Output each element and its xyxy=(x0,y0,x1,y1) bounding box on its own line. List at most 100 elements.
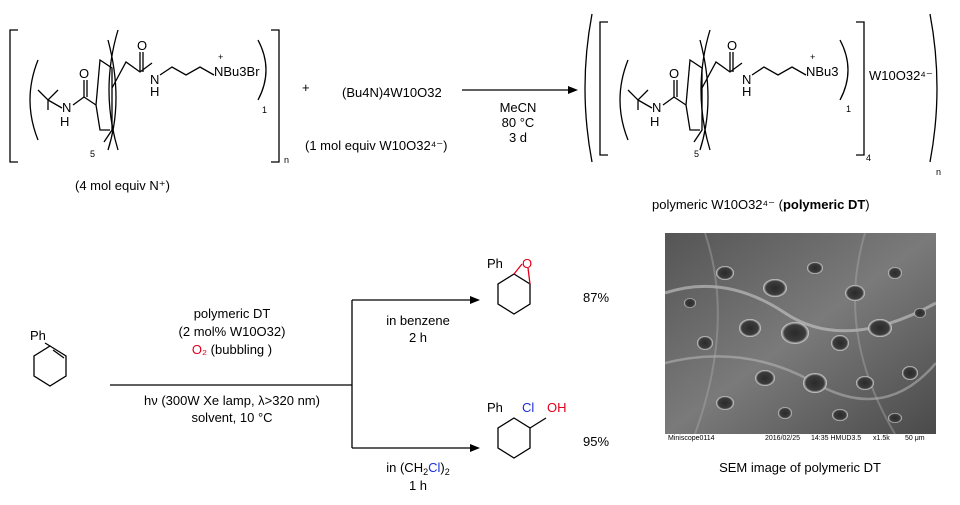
cond-oxygen-rest: (bubbling ) xyxy=(207,342,272,357)
branch-bottom-solvent-sub2: 2 xyxy=(445,467,450,477)
product-bond-N-C xyxy=(662,96,687,106)
product-subscript-n: n xyxy=(936,167,941,177)
product-backbone-1 xyxy=(685,58,703,131)
cyclohexene-ring xyxy=(33,345,67,387)
product-bracket-left xyxy=(599,21,608,156)
paren-left-2 xyxy=(108,29,119,151)
atom-N-1: N xyxy=(62,100,71,115)
cyclohexene-double-bond xyxy=(52,349,65,359)
plus-charge: + xyxy=(218,52,223,62)
product-atom-H-2: H xyxy=(742,84,751,99)
backbone-2 xyxy=(111,61,153,89)
product-paren-right-2 xyxy=(839,39,849,101)
product-plus-charge: + xyxy=(810,52,815,62)
product-bracket-right xyxy=(856,21,865,156)
branch-bottom-time: 1 h xyxy=(409,478,427,493)
product-subscript-5: 5 xyxy=(694,149,699,159)
branch-bottom-solvent-b: ) xyxy=(440,460,444,475)
atom-H-2: H xyxy=(150,84,159,99)
condition-solvent: MeCN xyxy=(500,100,537,115)
product-atom-H-1: H xyxy=(650,114,659,129)
product-paren-left-1 xyxy=(619,59,629,141)
product-brace-right xyxy=(929,13,938,163)
condition-time: 3 d xyxy=(509,130,527,145)
epoxide-ring xyxy=(497,273,531,315)
product-epoxide: Ph O 87% xyxy=(487,256,609,315)
branch-bottom-solvent-sub1: 2 xyxy=(423,467,428,477)
chlorohydrin-ring xyxy=(497,417,531,459)
sem-scale: 50 μm xyxy=(905,435,925,442)
cond-loading: (2 mol% W10O32) xyxy=(179,324,286,339)
product-propyl-chain xyxy=(751,66,807,76)
product-atom-O-2: O xyxy=(727,38,737,53)
outer-bracket-right xyxy=(271,29,280,163)
product-bond-iPr-N xyxy=(637,99,653,109)
branch-top-time: 2 h xyxy=(409,330,427,345)
product-ammonium: NBu3 xyxy=(806,64,839,79)
product-atom-O-1: O xyxy=(669,66,679,81)
carbonyl-2 xyxy=(139,52,144,72)
subscript-n: n xyxy=(284,155,289,165)
product-carbonyl-2 xyxy=(729,52,734,72)
backbone-1 xyxy=(95,58,113,131)
chloro-oh: OH xyxy=(547,400,567,415)
branch-bottom-solvent-a: in (CH xyxy=(386,460,423,475)
branch-top-arrowhead xyxy=(470,296,480,304)
reagent-polymer: n 5 N H O 1 O N H + NBu3Br (4 mol equiv … xyxy=(9,29,289,193)
product-caption: polymeric W10O32⁴⁻ (polymeric DT) xyxy=(652,197,870,212)
epoxide-yield: 87% xyxy=(583,290,609,305)
cond-solvent-temp: solvent, 10 °C xyxy=(191,410,272,425)
bond-oh xyxy=(529,417,547,429)
condition-temp: 80 °C xyxy=(502,115,535,130)
subscript-1: 1 xyxy=(262,105,267,115)
chlorohydrin-yield: 95% xyxy=(583,434,609,449)
sem-caption: SEM image of polymeric DT xyxy=(719,460,881,475)
sem-date: 2016/02/25 xyxy=(765,435,801,442)
bond-iPr-N xyxy=(47,99,63,109)
paren-right-2 xyxy=(257,39,267,101)
branch-bottom-solvent-cl: Cl xyxy=(428,460,440,475)
sem-mag: x1.5k xyxy=(873,435,890,442)
branch-bottom-arrowhead xyxy=(470,444,480,452)
reagent-note: (4 mol equiv N⁺) xyxy=(75,178,170,193)
cond-oxygen: O₂ (bubbling ) xyxy=(192,342,272,357)
bond-ph xyxy=(44,342,51,347)
atom-H-1: H xyxy=(60,114,69,129)
bond-N-C xyxy=(72,96,97,106)
product-chlorohydrin: Ph Cl OH 95% xyxy=(487,400,609,459)
top-arrow: MeCN 80 °C 3 d xyxy=(462,86,578,145)
bottom-arrow: polymeric DT (2 mol% W10O32) O₂ (bubblin… xyxy=(110,296,480,493)
decatungstate-note: (1 mol equiv W10O32⁴⁻) xyxy=(305,138,448,153)
cond-catalyst: polymeric DT xyxy=(194,306,271,321)
product-caption-prefix: polymeric W10O32⁴⁻ ( xyxy=(652,197,784,212)
product-backbone-2 xyxy=(701,61,743,89)
outer-bracket-left xyxy=(9,29,18,163)
carbonyl-1 xyxy=(83,80,88,97)
product-subscript-1: 1 xyxy=(846,104,851,114)
chloro-ph: Ph xyxy=(487,400,503,415)
chloro-cl: Cl xyxy=(522,400,534,415)
atom-N-2: N xyxy=(150,72,159,87)
product-atom-N-2: N xyxy=(742,72,751,87)
product-subscript-4: 4 xyxy=(866,153,871,163)
subscript-5: 5 xyxy=(90,149,95,159)
ammonium-label: NBu3Br xyxy=(214,64,260,79)
substrate-phenylcyclohexene: Ph xyxy=(30,328,67,387)
sem-texture xyxy=(665,233,936,435)
product-carbonyl-1 xyxy=(673,80,678,97)
plus-sign: + xyxy=(302,80,310,95)
product-anion: W10O32⁴⁻ xyxy=(869,68,933,83)
product-brace-left xyxy=(584,13,593,163)
sem-id: Miniscope0114 xyxy=(668,435,715,442)
product-polymer: 4 n 5 N H O 1 O N H + NBu3 W10O32⁴⁻ xyxy=(584,13,941,177)
epoxide-ph: Ph xyxy=(487,256,503,271)
branch-top-solvent: in benzene xyxy=(386,313,450,328)
product-backbone-3 xyxy=(693,88,703,143)
atom-O-2: O xyxy=(137,38,147,53)
cond-light: hν (300W Xe lamp, λ>320 nm) xyxy=(144,393,320,408)
atom-O-1: O xyxy=(79,66,89,81)
product-paren-right-1 xyxy=(699,39,709,151)
cond-oxygen-o2: O₂ xyxy=(192,342,207,357)
sem-meta: 14:35 HMUD3.5 xyxy=(811,435,862,442)
product-caption-bold: polymeric DT xyxy=(783,197,865,212)
